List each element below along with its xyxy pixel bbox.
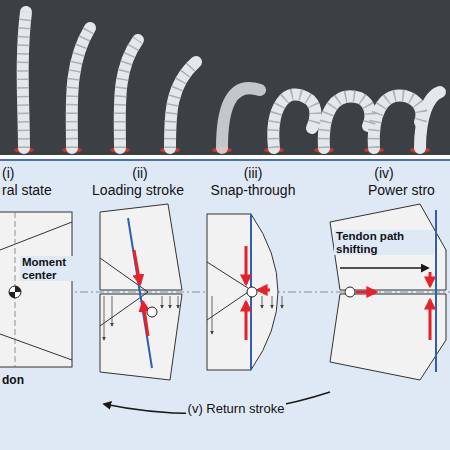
callout-label: don	[2, 374, 24, 387]
panel-heading: Snap-through	[211, 183, 296, 198]
panel-heading: (iii)	[244, 166, 263, 181]
loading-segment	[100, 204, 182, 380]
callout-label: Tendon path shifting	[334, 230, 434, 255]
soft-robot-frames	[23, 12, 440, 148]
stroke-label: (v) Return stroke	[186, 402, 287, 416]
panel	[0, 160, 450, 450]
power-segment	[330, 204, 446, 380]
neutral-segment	[0, 212, 72, 367]
panel-heading: (iv)	[374, 166, 393, 181]
robot-segments	[23, 12, 422, 148]
panel-heading: Loading stroke	[92, 183, 184, 198]
photo-background	[0, 0, 450, 155]
callout-label: Moment center	[20, 256, 76, 281]
panel-heading: Power stro	[368, 183, 435, 198]
panel-heading: (i)	[2, 166, 14, 181]
snap-segment	[207, 214, 282, 370]
panel-heading: ral state	[2, 183, 52, 198]
panel-heading: (ii)	[132, 166, 148, 181]
